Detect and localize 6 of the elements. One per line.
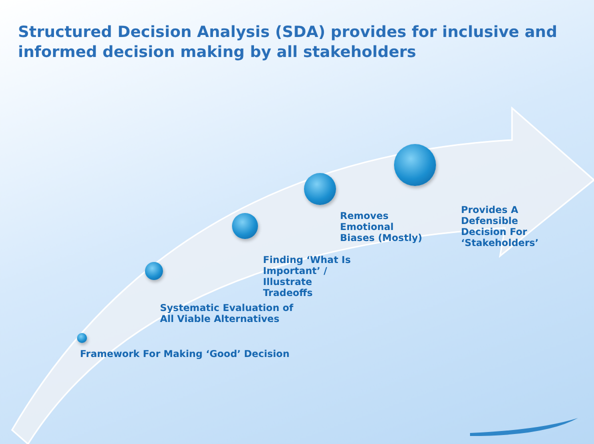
step-label: Removes Emotional Biases (Mostly) (340, 212, 424, 245)
slide-title: Structured Decision Analysis (SDA) provides for inclusive and informed decision making by all stakeholders (18, 22, 558, 62)
step-label: Provides A Defensible Decision For ‘Stakeholders’ (461, 206, 540, 250)
step-label: Framework For Making ‘Good’ Decision (80, 350, 290, 361)
step-label: Finding ‘What Is Important’ / Illustrate Tradeoffs (263, 256, 352, 300)
step-label: Systematic Evaluation of All Viable Alternatives (160, 304, 294, 326)
